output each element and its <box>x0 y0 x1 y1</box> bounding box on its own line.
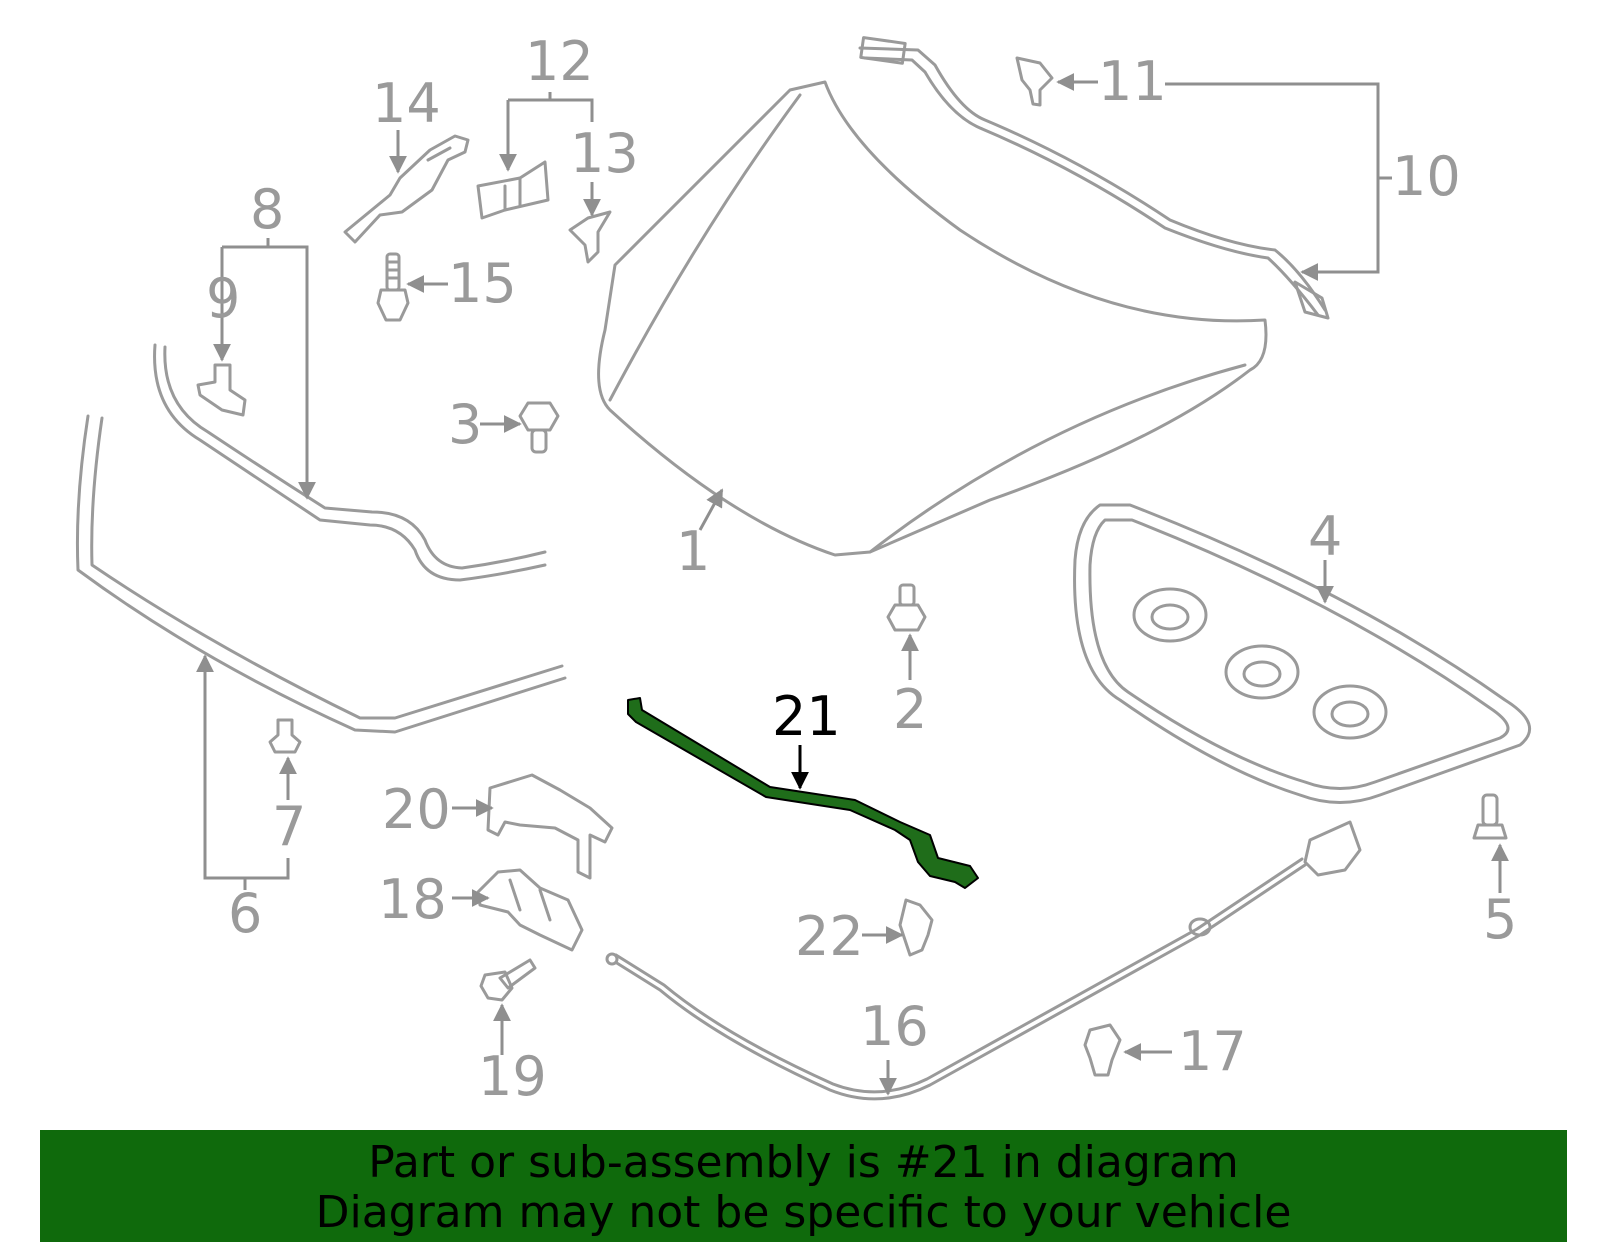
callout-22: 22 <box>795 905 864 968</box>
bumper-9 <box>196 363 247 417</box>
banner-line-1: Part or sub-assembly is #21 in diagram <box>368 1137 1239 1188</box>
callout-4: 4 <box>1308 505 1342 568</box>
callout-6: 6 <box>228 882 262 945</box>
callout-19: 19 <box>478 1045 547 1108</box>
callout-17: 17 <box>1178 1020 1247 1083</box>
callout-5: 5 <box>1483 888 1517 951</box>
callout-13: 13 <box>570 122 639 185</box>
callout-1: 1 <box>676 520 710 583</box>
bolt-3 <box>518 401 560 454</box>
lock-detail <box>508 878 552 922</box>
callout-7: 7 <box>272 795 306 858</box>
callout-16: 16 <box>860 995 929 1058</box>
nut-2 <box>886 583 927 632</box>
bolt-15 <box>376 252 410 322</box>
hood-seal <box>858 36 1330 320</box>
hood-panel <box>597 80 1268 557</box>
hinge-detail <box>426 146 452 162</box>
callout-18: 18 <box>378 868 447 931</box>
clip-13 <box>568 210 612 264</box>
callout-12: 12 <box>525 30 594 93</box>
leader-lines <box>196 73 1509 1096</box>
hood-insulator <box>1073 503 1531 804</box>
clip-5 <box>1472 793 1508 840</box>
hood-hinge <box>343 134 470 244</box>
callout-2: 2 <box>893 678 927 741</box>
callout-10: 10 <box>1392 145 1461 208</box>
callout-15: 15 <box>448 252 517 315</box>
callout-8: 8 <box>250 178 284 241</box>
hood-lock-18 <box>476 868 584 952</box>
callout-11: 11 <box>1098 50 1167 113</box>
clip-17 <box>1083 1023 1122 1077</box>
callout-21: 21 <box>772 685 841 748</box>
bracket-detail <box>503 176 522 212</box>
weatherstrip-8 <box>153 343 547 582</box>
info-banner: Part or sub-assembly is #21 in diagram D… <box>40 1130 1567 1242</box>
callout-14: 14 <box>372 72 441 135</box>
banner-line-2: Diagram may not be specific to your vehi… <box>315 1187 1292 1238</box>
callout-20: 20 <box>382 778 451 841</box>
release-cable-16 <box>605 820 1362 1101</box>
lock-bracket-20 <box>486 773 614 880</box>
seal-clip-11 <box>1015 56 1054 107</box>
hood-prop-rod-21 <box>627 697 979 889</box>
clip-22 <box>898 898 934 957</box>
callout-9: 9 <box>206 267 240 330</box>
bolt-19 <box>479 958 537 1002</box>
clip-7 <box>268 718 302 754</box>
callout-3: 3 <box>448 393 482 456</box>
hinge-bracket-12 <box>476 160 550 220</box>
front-seal-6 <box>75 414 567 734</box>
